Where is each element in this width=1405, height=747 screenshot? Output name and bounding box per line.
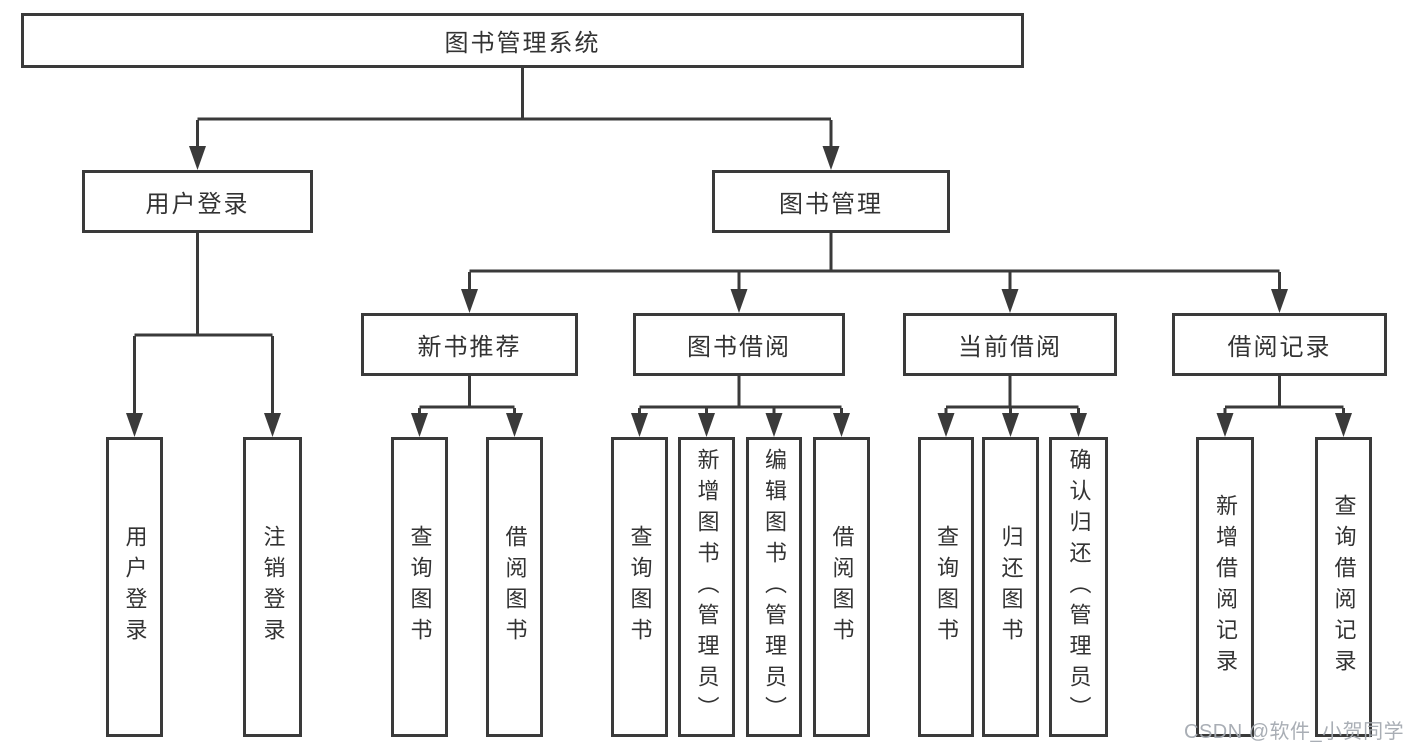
leaf-borrow-books: 借阅图书 — [813, 437, 870, 737]
arrowhead-icon — [631, 413, 648, 437]
connector-root — [196, 68, 833, 150]
leaf-add-book-admin: 新增图书（管理员） — [678, 437, 735, 737]
leaf-return-books: 归还图书 — [982, 437, 1039, 737]
leaf-logout: 注销登录 — [243, 437, 302, 737]
leaf-query-books: 查询图书 — [918, 437, 974, 737]
arrowhead-icon — [506, 413, 523, 437]
arrowhead-icon — [937, 413, 955, 437]
arrowhead-icon — [765, 413, 783, 437]
arrowhead-icon — [461, 289, 478, 313]
leaf-confirm-return-admin: 确认归还（管理员） — [1049, 437, 1108, 737]
leaf-query-books: 查询图书 — [391, 437, 448, 737]
node-borrowing-records: 借阅记录 — [1172, 313, 1387, 376]
connector-borrow — [638, 376, 843, 416]
leaf-borrow-books: 借阅图书 — [486, 437, 543, 737]
arrowhead-icon — [730, 289, 748, 313]
leaf-query-borrow-record: 查询借阅记录 — [1315, 437, 1372, 737]
arrowhead-icon — [411, 413, 428, 437]
leaf-query-books: 查询图书 — [611, 437, 668, 737]
arrowhead-icon — [698, 413, 715, 437]
connector-records — [1223, 376, 1345, 416]
node-book-management: 图书管理 — [712, 170, 950, 233]
leaf-user-login: 用户登录 — [106, 437, 163, 737]
arrowhead-icon — [1216, 413, 1234, 437]
node-current-borrowing: 当前借阅 — [903, 313, 1117, 376]
arrowhead-icon — [822, 146, 840, 170]
node-user-login: 用户登录 — [82, 170, 313, 233]
connector-book-mgmt — [468, 233, 1281, 292]
node-book-borrowing: 图书借阅 — [633, 313, 845, 376]
connector-current — [944, 376, 1080, 416]
arrowhead-icon — [1271, 289, 1288, 313]
connector-user-login — [133, 233, 274, 416]
arrowhead-icon — [126, 413, 143, 437]
node-new-book-recommend: 新书推荐 — [361, 313, 578, 376]
arrowhead-icon — [1335, 413, 1352, 437]
node-root-system: 图书管理系统 — [21, 13, 1024, 68]
arrowhead-icon — [1002, 413, 1019, 437]
arrowhead-icon — [1001, 289, 1019, 313]
arrowhead-icon — [264, 413, 281, 437]
csdn-watermark: CSDN @软件_小贺同学 — [1184, 721, 1405, 743]
arrowhead-icon — [1070, 413, 1087, 437]
arrowhead-icon — [833, 413, 850, 437]
arrowhead-icon — [189, 146, 206, 170]
leaf-add-borrow-record: 新增借阅记录 — [1196, 437, 1254, 737]
leaf-edit-book-admin: 编辑图书（管理员） — [746, 437, 802, 737]
connector-new-rec — [418, 376, 516, 416]
